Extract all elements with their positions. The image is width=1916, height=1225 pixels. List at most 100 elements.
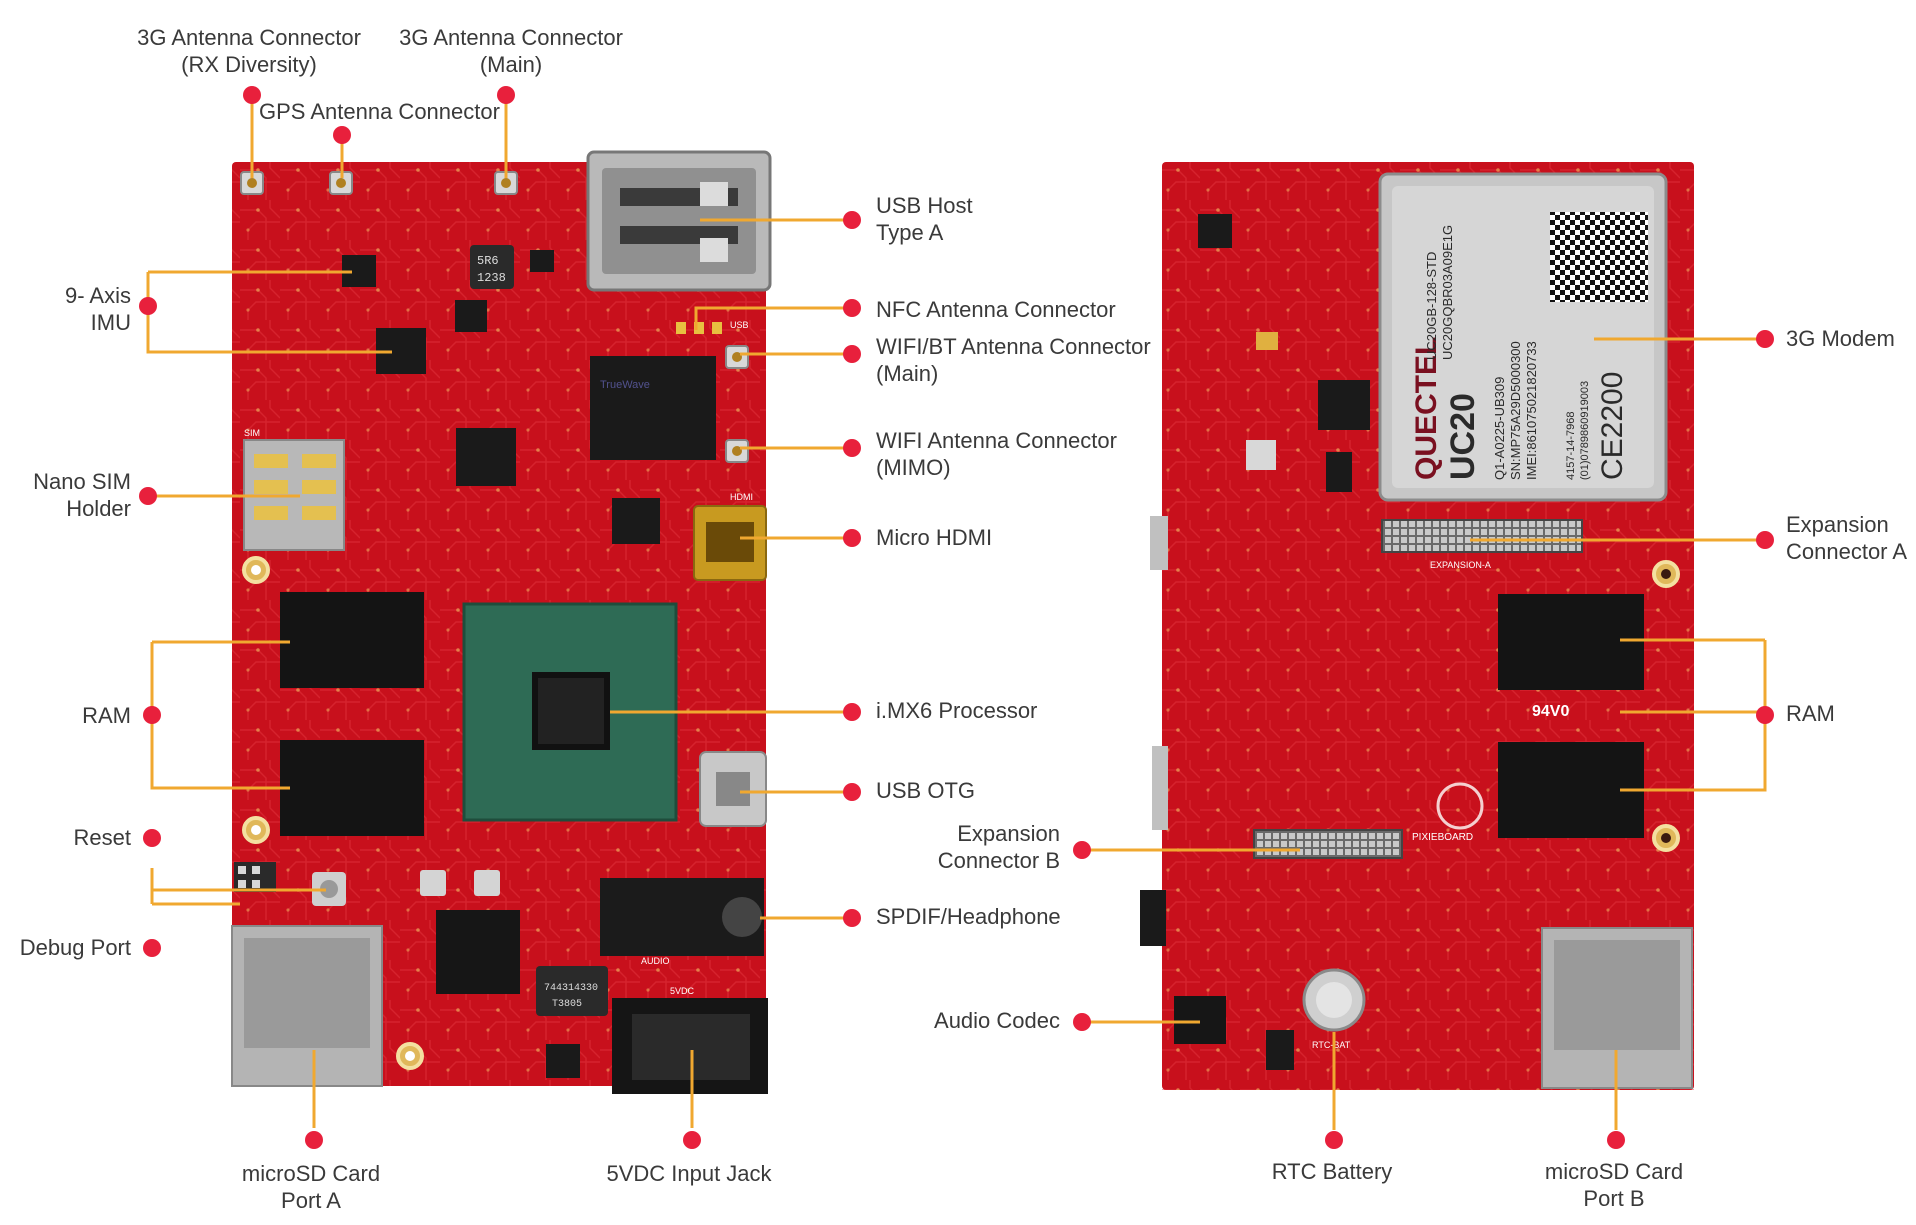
label-antenna-main: 3G Antenna Connector (Main) [399, 24, 623, 78]
label-sd-b-line1: microSD Card [1544, 1159, 1684, 1184]
label-usb-otg-text: USB OTG [876, 778, 976, 803]
label-codec-text: Audio Codec [934, 1008, 1060, 1033]
label-sim-line2: Holder [66, 496, 131, 521]
svg-text:UC20GQBR03A09E1G: UC20GQBR03A09E1G [1440, 225, 1455, 360]
label-reset-text: Reset [73, 825, 131, 850]
front-board: USB 5R6 1238 TrueWave SIM HDMI [231, 150, 772, 1094]
label-sd-a-line2: Port A [281, 1188, 341, 1213]
svg-text:UC20GB-128-STD: UC20GB-128-STD [1424, 252, 1439, 360]
svg-text:IMEI:861075021820733: IMEI:861075021820733 [1524, 341, 1539, 480]
label-reset: Reset [74, 824, 131, 851]
dot-sd-a [305, 1131, 323, 1149]
dot-spdif [843, 909, 861, 927]
svg-text:5VDC: 5VDC [670, 986, 695, 996]
usb-silk: USB [730, 320, 749, 330]
label-exp-a-line1: Expansion [1786, 512, 1889, 537]
pixieboard-logo [1436, 782, 1484, 830]
label-imx6: i.MX6 Processor [876, 697, 1037, 724]
svg-text:CE2200: CE2200 [1596, 372, 1629, 480]
callout-dots [139, 86, 1774, 1149]
svg-text:1238: 1238 [477, 271, 506, 285]
dot-exp-b [1073, 841, 1091, 859]
svg-text:T3805: T3805 [552, 999, 582, 1010]
svg-text:94V0: 94V0 [1532, 703, 1569, 720]
label-sd-b: microSD Card Port B [1545, 1158, 1683, 1212]
label-antenna-rx-line2: (RX Diversity) [181, 52, 317, 77]
dot-imx6 [843, 703, 861, 721]
label-exp-a-line2: Connector A [1786, 539, 1908, 564]
label-exp-b: Expansion Connector B [938, 820, 1060, 874]
dot-hdmi [843, 529, 861, 547]
label-wifi-bt: WIFI/BT Antenna Connector (Main) [876, 333, 1151, 387]
label-sim: Nano SIM Holder [33, 468, 131, 522]
front-codec-chip [436, 910, 520, 994]
svg-text:4157-14-7968: 4157-14-7968 [1565, 411, 1577, 480]
label-nfc: NFC Antenna Connector [876, 296, 1116, 323]
svg-text:Q1-A0225-UB309: Q1-A0225-UB309 [1492, 377, 1507, 480]
back-codec-chip [1174, 996, 1226, 1044]
label-rtc: RTC Battery [1272, 1158, 1393, 1185]
dot-gps [333, 126, 351, 144]
label-wifi-mimo-line1: WIFI Antenna Connector [876, 428, 1117, 453]
back-ram-chip-bottom [1498, 742, 1644, 838]
svg-text:5R6: 5R6 [477, 254, 499, 268]
dot-sd-b [1607, 1131, 1625, 1149]
label-spdif-text: SPDIF/Headphone [876, 904, 1061, 929]
dot-ram-back [1756, 706, 1774, 724]
magnetics [536, 966, 608, 1016]
label-usb-host: USB Host Type A [876, 192, 973, 246]
svg-text:744314330: 744314330 [544, 983, 598, 994]
label-codec: Audio Codec [934, 1007, 1060, 1034]
dot-modem [1756, 330, 1774, 348]
expansion-connector-b [1253, 829, 1403, 859]
modem-qr [1550, 212, 1648, 302]
dot-nfc [843, 299, 861, 317]
label-spdif: SPDIF/Headphone [876, 903, 1061, 930]
expansion-connector-a [1381, 519, 1583, 553]
front-ram-chip-top [280, 592, 424, 688]
dot-usb-otg [843, 783, 861, 801]
label-usb-host-line1: USB Host [876, 193, 973, 218]
label-usb-host-line2: Type A [876, 220, 944, 245]
front-ram-chip-bottom [280, 740, 424, 836]
label-modem: 3G Modem [1786, 325, 1895, 352]
label-antenna-main-line1: 3G Antenna Connector [399, 25, 623, 50]
label-sd-b-line2: Port B [1583, 1186, 1645, 1211]
dot-usb-host [843, 211, 861, 229]
dot-reset [143, 829, 161, 847]
svg-text:RTC-BAT: RTC-BAT [1312, 1040, 1351, 1050]
label-ram-front: RAM [82, 702, 131, 729]
label-nfc-text: NFC Antenna Connector [876, 297, 1116, 322]
label-imu: 9- Axis IMU [65, 282, 131, 336]
label-exp-b-line2: Connector B [937, 848, 1060, 873]
dot-imu [139, 297, 157, 315]
label-sd-a-line1: microSD Card [241, 1161, 381, 1186]
label-usb-otg: USB OTG [876, 777, 975, 804]
dot-codec [1073, 1013, 1091, 1031]
svg-text:AUDIO: AUDIO [641, 956, 670, 966]
dot-exp-a [1756, 531, 1774, 549]
label-wifi-mimo-line2: (MIMO) [876, 455, 951, 480]
svg-text:SIM: SIM [244, 428, 260, 438]
label-sim-line1: Nano SIM [33, 469, 131, 494]
dot-wifi-mimo [843, 439, 861, 457]
svg-text:TrueWave: TrueWave [600, 379, 650, 391]
modem-module: QUECTEL UC20 Q1-A0225-UB309 SN:MP75A29D5… [1378, 172, 1668, 502]
dot-rtc [1325, 1131, 1343, 1149]
label-exp-b-line1: Expansion [957, 821, 1060, 846]
svg-text:EXPANSION-A: EXPANSION-A [1430, 560, 1491, 570]
dot-antenna-main [497, 86, 515, 104]
svg-text:(01)0789860919003: (01)0789860919003 [1579, 381, 1591, 480]
label-modem-text: 3G Modem [1786, 326, 1895, 351]
back-ram-chip-top [1498, 594, 1644, 690]
label-vdc-text: 5VDC Input Jack [606, 1161, 772, 1186]
label-vdc: 5VDC Input Jack [606, 1160, 771, 1187]
nfc-pads [676, 322, 722, 334]
label-wifi-bt-line1: WIFI/BT Antenna Connector [876, 334, 1151, 359]
label-gps-text: GPS Antenna Connector [259, 99, 500, 124]
label-wifi-bt-line2: (Main) [876, 361, 939, 386]
dot-sim [139, 487, 157, 505]
label-imu-line2: IMU [90, 310, 131, 335]
inductor [470, 245, 514, 289]
